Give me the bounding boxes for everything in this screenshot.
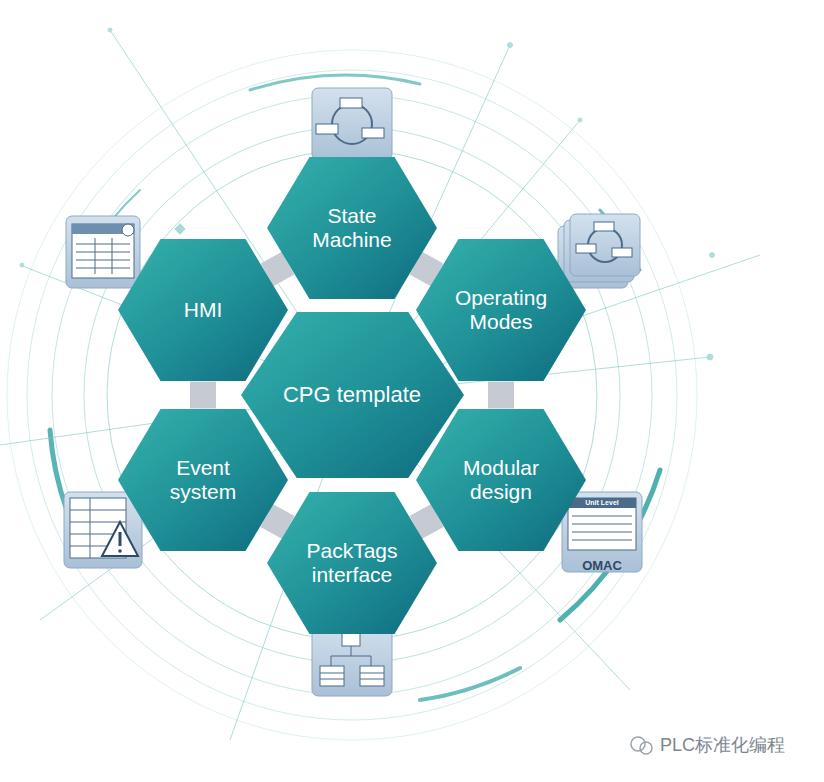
hex-link (501, 382, 502, 409)
node-label: HMI (140, 298, 266, 322)
hex-link (267, 516, 288, 528)
omac-sublabel: Unit Level (585, 499, 618, 507)
hexagon-node: Event system (118, 409, 288, 551)
node-label: Operating Modes (438, 286, 564, 334)
watermark-icon (631, 737, 652, 754)
hexagon-node: PackTags interface (267, 492, 437, 634)
hexagon-fill (267, 492, 437, 634)
hex-link (203, 382, 204, 409)
node-label: Modular design (438, 456, 564, 504)
watermark: PLC标准化编程 (660, 736, 785, 756)
hexagon-node: State Machine (267, 157, 437, 299)
state-machine-icon (312, 88, 392, 160)
operating-modes-icon (558, 214, 640, 288)
node-label: PackTags interface (289, 539, 415, 587)
node-label: CPG template (263, 382, 442, 407)
hexagon-fill (118, 409, 288, 551)
hexagon-fill (416, 409, 586, 551)
hexagon-node: Modular design (416, 409, 586, 551)
hexagon-fill (416, 239, 586, 381)
hexagon-node: Operating Modes (416, 239, 586, 381)
hex-link (416, 516, 437, 528)
hmi-icon (66, 216, 140, 288)
event-icon (64, 492, 142, 568)
hexagon-node: CPG template (241, 312, 464, 478)
hexagon-fill (118, 239, 288, 381)
node-label: Event system (140, 456, 266, 504)
hexagon-fill (267, 157, 437, 299)
hex-link (416, 263, 437, 275)
hexagon-node: HMI (118, 239, 288, 381)
hex-link (267, 263, 288, 275)
hexagon-fill (241, 312, 464, 478)
omac-label: OMAC (582, 559, 622, 573)
node-label: State Machine (289, 204, 415, 252)
